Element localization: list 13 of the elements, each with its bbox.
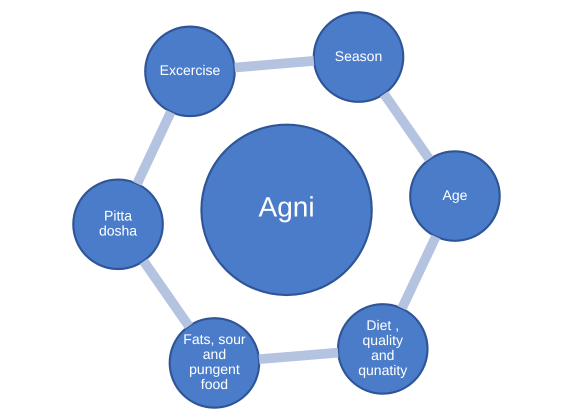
node-circle: Agni — [200, 124, 372, 296]
connector — [234, 56, 314, 72]
node-circle: Age — [408, 150, 500, 242]
connector — [258, 348, 338, 364]
connector — [397, 234, 440, 310]
node-circle: Season — [312, 11, 404, 103]
node-circle: Excercise — [144, 26, 236, 118]
node-circle: Pitta dosha — [72, 178, 164, 270]
connector — [139, 258, 192, 329]
connector — [380, 91, 433, 162]
node-circle: Diet , quality and qunatity — [336, 303, 428, 395]
node-circle: Fats, sour and pungent food — [168, 317, 260, 409]
connector — [132, 110, 175, 186]
